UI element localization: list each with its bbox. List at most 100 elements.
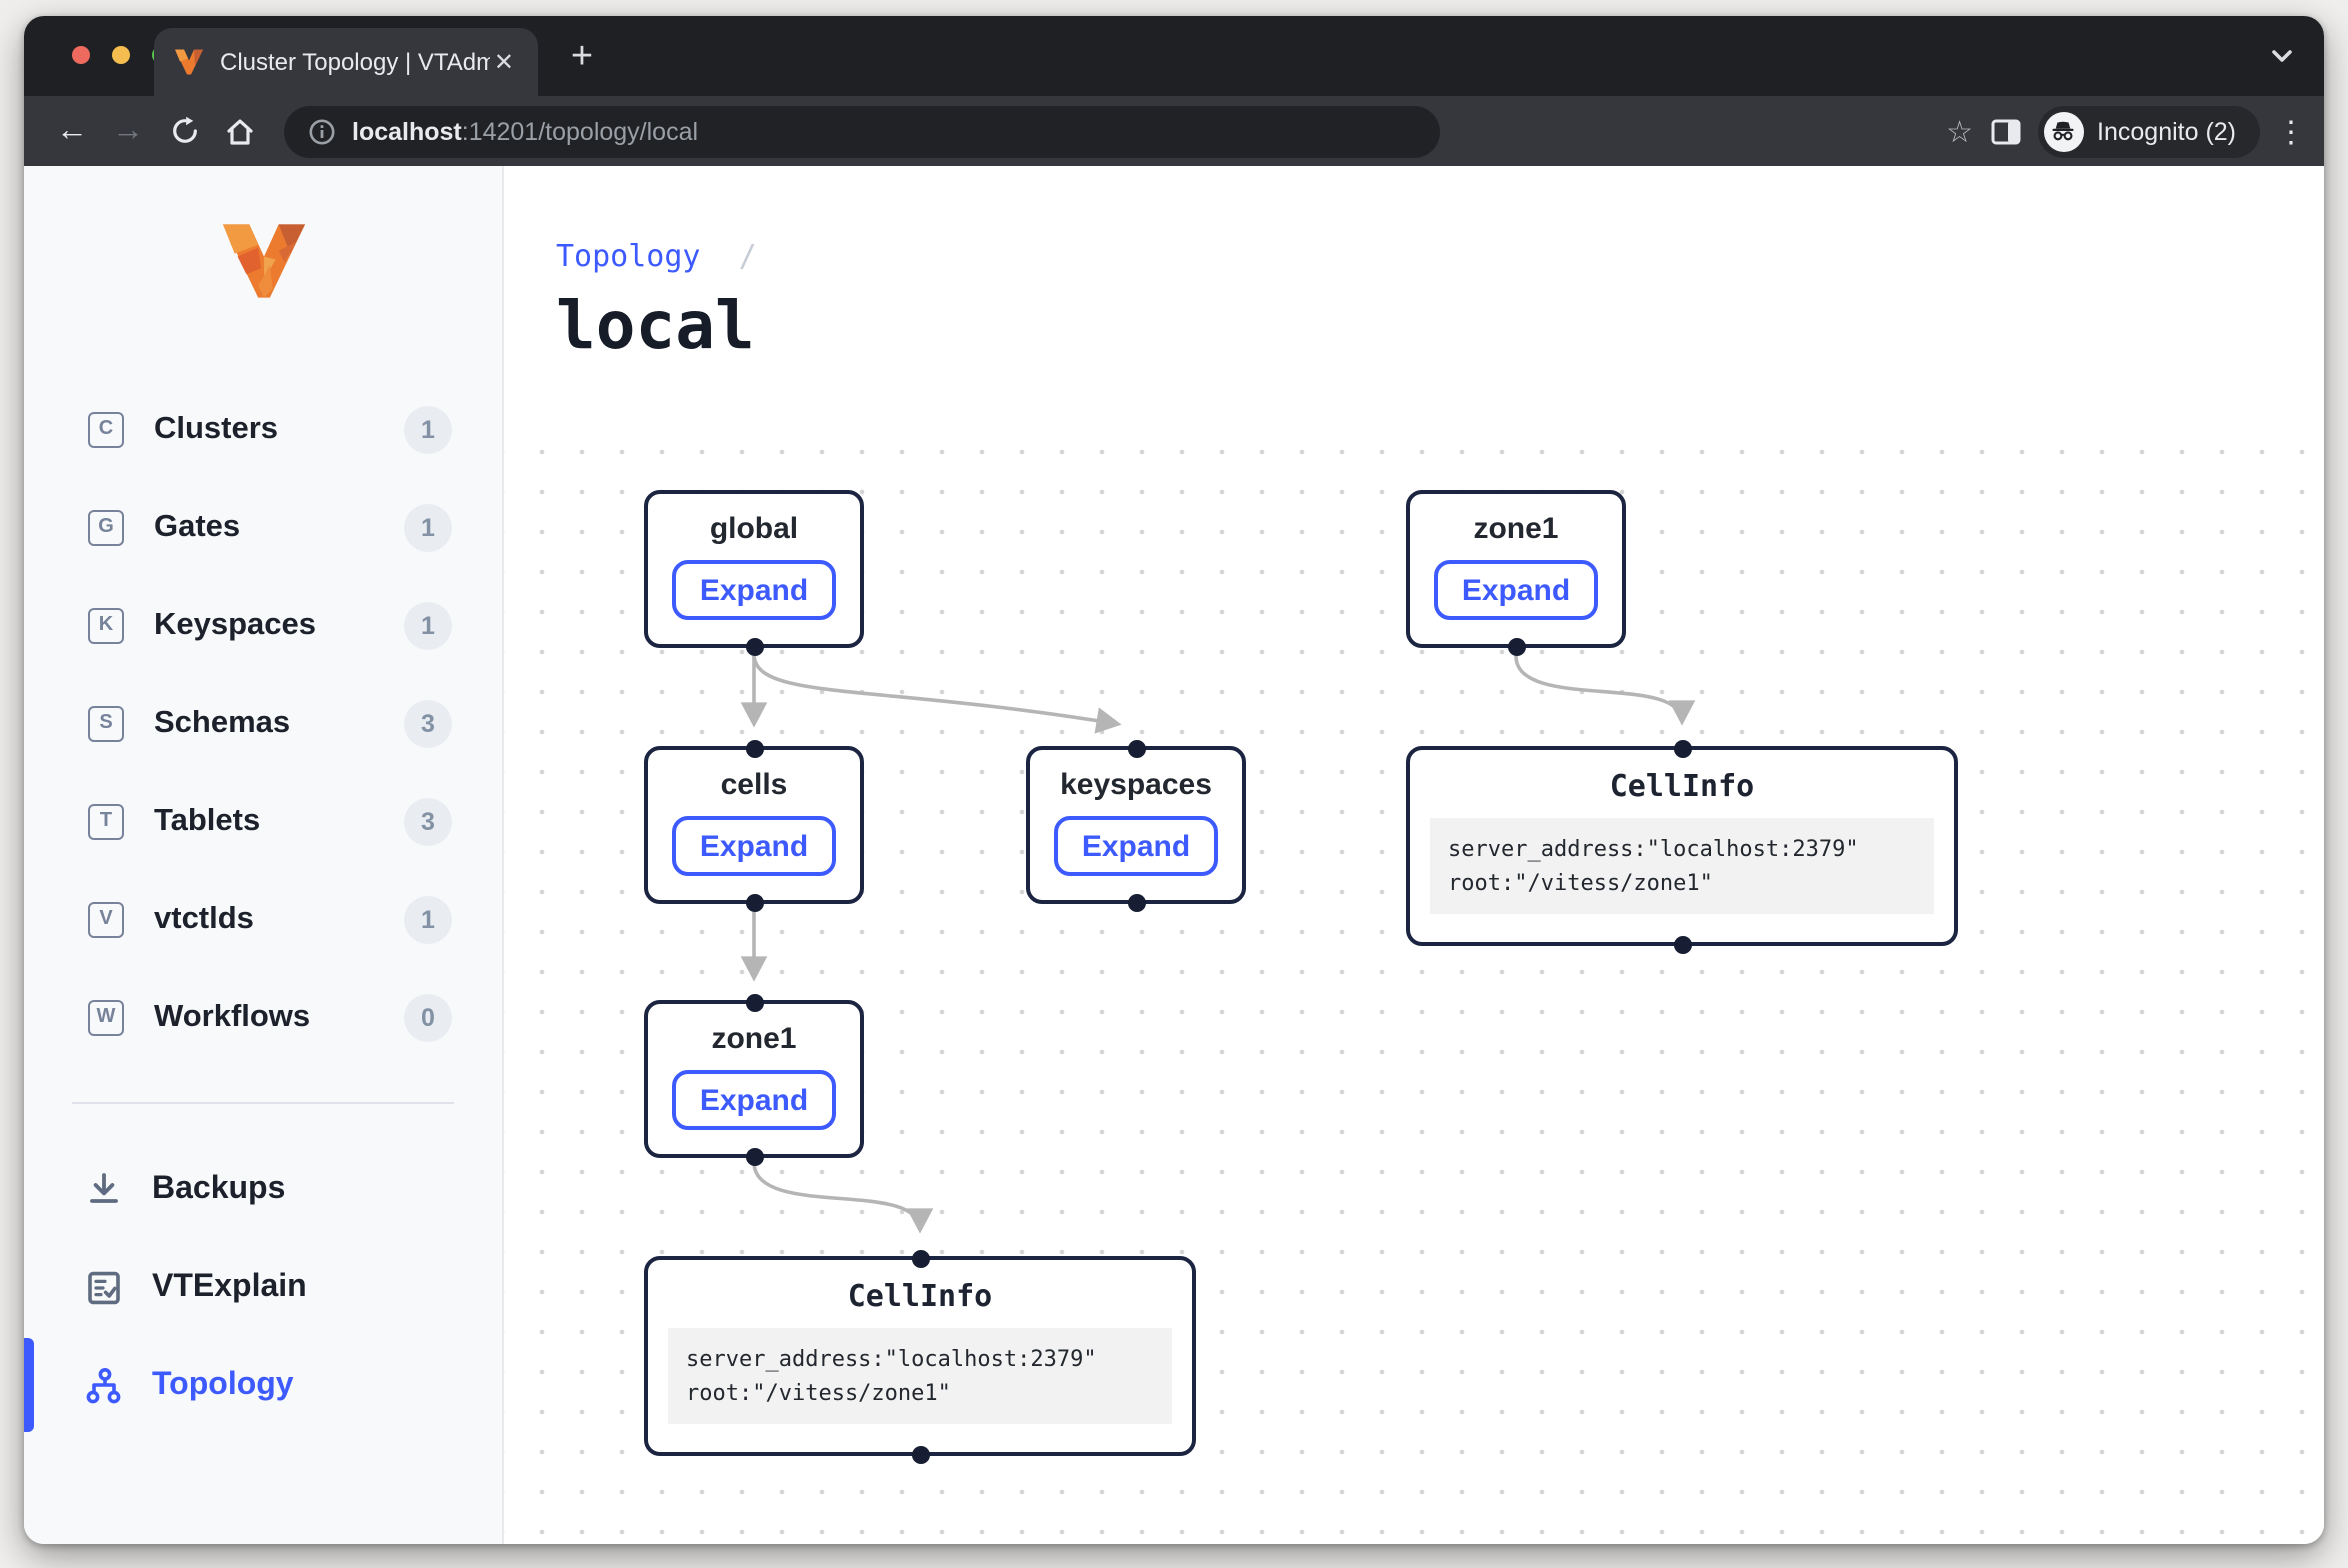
sidebar-nav: C Clusters 1 G Gates 1 K Keyspaces 1 xyxy=(24,380,502,1066)
document-check-icon xyxy=(84,1267,124,1307)
topology-icon xyxy=(84,1365,124,1405)
sidebar-item-label: Backups xyxy=(152,1171,285,1207)
expand-button[interactable]: Expand xyxy=(1434,560,1598,620)
sidebar-item-backups[interactable]: Backups xyxy=(24,1140,502,1238)
sidebar-item-label: Workflows xyxy=(154,999,404,1035)
port-handle xyxy=(1127,739,1145,757)
vtctlds-icon: V xyxy=(88,901,124,937)
expand-button[interactable]: Expand xyxy=(672,816,836,876)
port-handle xyxy=(1507,637,1525,655)
incognito-badge[interactable]: Incognito (2) xyxy=(2037,105,2260,157)
vitess-logo xyxy=(219,218,307,304)
reload-button[interactable] xyxy=(160,107,208,155)
bookmark-star-icon[interactable]: ☆ xyxy=(1946,113,1973,149)
sidebar-item-label: Tablets xyxy=(154,803,404,839)
sidebar-item-vtexplain[interactable]: VTExplain xyxy=(24,1238,502,1336)
node-title: zone1 xyxy=(648,1022,860,1056)
chevron-down-icon[interactable] xyxy=(2268,42,2296,70)
incognito-label: Incognito (2) xyxy=(2097,117,2236,145)
sidebar-item-tablets[interactable]: T Tablets 3 xyxy=(24,772,502,870)
side-panel-icon[interactable] xyxy=(1989,115,2021,147)
tab-close-icon[interactable]: ✕ xyxy=(490,48,518,76)
tab-title: Cluster Topology | VTAdmin xyxy=(220,48,490,76)
count-badge: 1 xyxy=(404,601,452,649)
url-bar[interactable]: localhost:14201/topology/local xyxy=(284,105,1440,157)
cellinfo-code: server_address:"localhost:2379" root:"/v… xyxy=(668,1328,1172,1424)
sidebar-item-schemas[interactable]: S Schemas 3 xyxy=(24,674,502,772)
schemas-icon: S xyxy=(88,705,124,741)
node-cells[interactable]: cells Expand xyxy=(644,746,864,904)
count-badge: 0 xyxy=(404,993,452,1041)
expand-button[interactable]: Expand xyxy=(1054,816,1218,876)
sidebar-item-label: Schemas xyxy=(154,705,404,741)
sidebar-item-keyspaces[interactable]: K Keyspaces 1 xyxy=(24,576,502,674)
browser-menu-icon[interactable]: ⋮ xyxy=(2276,113,2304,149)
node-zone1-bottom[interactable]: zone1 Expand xyxy=(644,1000,864,1158)
port-handle xyxy=(1127,893,1145,911)
download-icon xyxy=(84,1169,124,1209)
page-content: C Clusters 1 G Gates 1 K Keyspaces 1 xyxy=(24,166,2324,1544)
count-badge: 1 xyxy=(404,503,452,551)
sidebar-item-label: VTExplain xyxy=(152,1269,307,1305)
browser-toolbar: ← → localhost:14201/topology/lo xyxy=(24,96,2324,166)
edge-global-keyspaces xyxy=(754,656,1118,724)
sidebar-item-label: Keyspaces xyxy=(154,607,404,643)
count-badge: 1 xyxy=(404,895,452,943)
vitess-favicon xyxy=(174,48,204,76)
port-handle xyxy=(1673,935,1691,953)
home-icon xyxy=(224,115,256,147)
clusters-icon: C xyxy=(88,411,124,447)
url-text: localhost:14201/topology/local xyxy=(352,113,698,149)
sidebar-item-workflows[interactable]: W Workflows 0 xyxy=(24,968,502,1066)
sidebar-item-label: Gates xyxy=(154,509,404,545)
close-window-button[interactable] xyxy=(72,46,90,64)
port-handle xyxy=(911,1249,929,1267)
port-handle xyxy=(745,637,763,655)
node-title: CellInfo xyxy=(1410,768,1954,804)
edge-zone1-cellinfo-bottom xyxy=(754,1162,920,1230)
expand-button[interactable]: Expand xyxy=(672,560,836,620)
main-content: Topology / local xyxy=(502,166,2324,1544)
info-icon[interactable] xyxy=(308,117,336,145)
count-badge: 3 xyxy=(404,699,452,747)
workflows-icon: W xyxy=(88,999,124,1035)
sidebar-item-label: Clusters xyxy=(154,411,404,447)
url-path: :14201/topology/local xyxy=(462,117,698,145)
tab-strip: Cluster Topology | VTAdmin ✕ + xyxy=(24,16,2324,96)
port-handle xyxy=(1673,739,1691,757)
node-title: global xyxy=(648,512,860,546)
toolbar-right: ☆ Incognito (2) xyxy=(1946,105,2304,157)
incognito-icon xyxy=(2043,111,2083,151)
port-handle xyxy=(911,1445,929,1463)
sidebar-item-topology[interactable]: Topology xyxy=(24,1336,502,1434)
node-title: CellInfo xyxy=(648,1278,1192,1314)
port-handle xyxy=(745,1147,763,1165)
port-handle xyxy=(745,993,763,1011)
edge-zone1-cellinfo xyxy=(1516,656,1682,722)
node-title: cells xyxy=(648,768,860,802)
sidebar-item-vtctlds[interactable]: V vtctlds 1 xyxy=(24,870,502,968)
active-indicator xyxy=(24,1338,34,1432)
sidebar-item-label: vtctlds xyxy=(154,901,404,937)
forward-button[interactable]: → xyxy=(104,107,152,155)
port-handle xyxy=(745,739,763,757)
node-global[interactable]: global Expand xyxy=(644,490,864,648)
node-zone1-top[interactable]: zone1 Expand xyxy=(1406,490,1626,648)
browser-tab[interactable]: Cluster Topology | VTAdmin ✕ xyxy=(154,28,538,96)
sidebar-divider xyxy=(72,1102,454,1104)
minimize-window-button[interactable] xyxy=(112,46,130,64)
cellinfo-code: server_address:"localhost:2379" root:"/v… xyxy=(1430,818,1934,914)
sidebar: C Clusters 1 G Gates 1 K Keyspaces 1 xyxy=(24,166,502,1544)
node-title: zone1 xyxy=(1410,512,1622,546)
node-keyspaces[interactable]: keyspaces Expand xyxy=(1026,746,1246,904)
sidebar-item-clusters[interactable]: C Clusters 1 xyxy=(24,380,502,478)
tablets-icon: T xyxy=(88,803,124,839)
expand-button[interactable]: Expand xyxy=(672,1070,836,1130)
home-button[interactable] xyxy=(216,107,264,155)
new-tab-button[interactable]: + xyxy=(556,32,608,84)
back-button[interactable]: ← xyxy=(48,107,96,155)
node-cellinfo-right[interactable]: CellInfo server_address:"localhost:2379"… xyxy=(1406,746,1958,946)
node-cellinfo-bottom[interactable]: CellInfo server_address:"localhost:2379"… xyxy=(644,1256,1196,1456)
sidebar-item-gates[interactable]: G Gates 1 xyxy=(24,478,502,576)
